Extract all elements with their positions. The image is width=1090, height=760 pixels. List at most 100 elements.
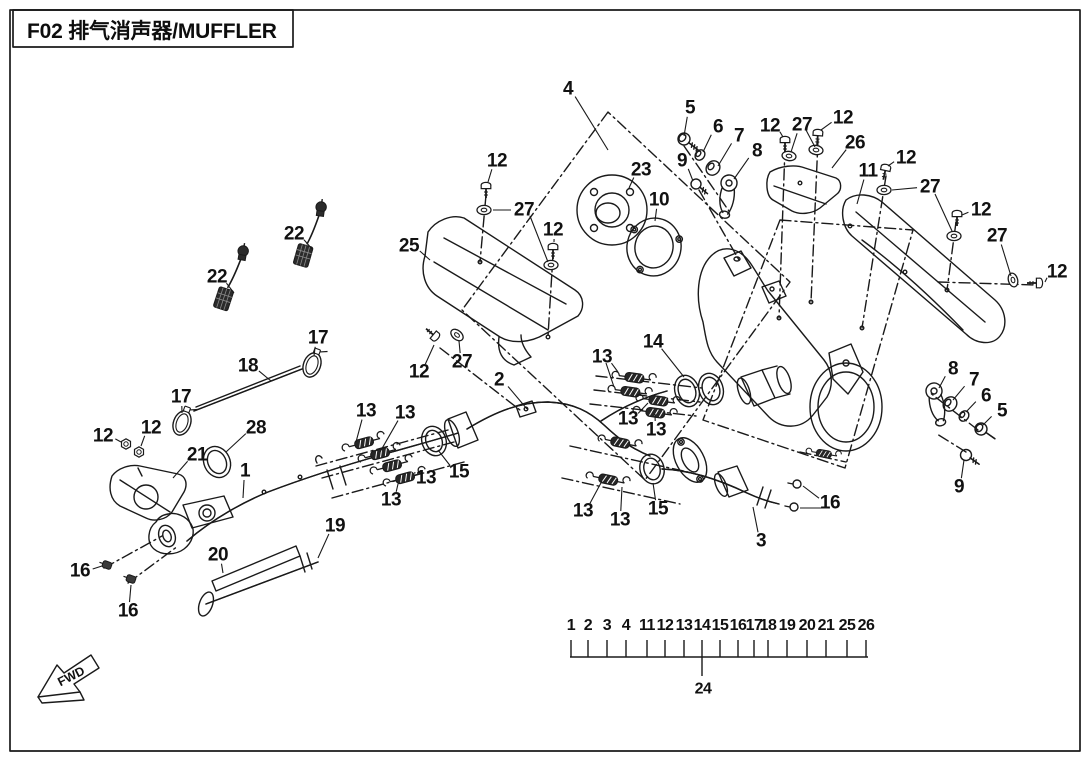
callout-16: 16	[118, 601, 138, 622]
callout-leader	[128, 584, 132, 603]
callout-9: 9	[677, 151, 687, 172]
callout-13: 13	[618, 409, 638, 430]
callout-leader	[790, 133, 798, 153]
callout-leader	[140, 435, 146, 447]
callout-7: 7	[969, 370, 979, 391]
legend-number-17: 17	[746, 617, 763, 634]
end-cap-flange-23	[576, 174, 648, 246]
callout-leader	[960, 459, 965, 479]
callout-leader	[589, 480, 603, 504]
callout-13: 13	[416, 468, 436, 489]
callout-leader	[620, 486, 623, 512]
callout-leader	[313, 346, 316, 357]
callout-leader	[717, 143, 733, 167]
callout-leader	[303, 239, 313, 250]
callout-leader	[683, 116, 688, 137]
callout-leader	[965, 401, 977, 413]
callout-leader	[115, 438, 122, 443]
muffler-body	[697, 248, 883, 452]
callout-4: 4	[563, 79, 574, 100]
callout-12: 12	[1047, 262, 1067, 283]
assembly-4-boundary	[461, 111, 791, 481]
clamp-17-right	[299, 344, 329, 381]
legend-number-15: 15	[712, 617, 729, 634]
callout-12: 12	[487, 151, 507, 172]
callout-leader	[831, 149, 847, 169]
callout-13: 13	[573, 501, 593, 522]
sleeve-pipe-19	[197, 552, 319, 617]
callout-leader-extra	[605, 362, 615, 388]
hanger-right-cluster	[925, 382, 996, 465]
callout-leader	[820, 121, 832, 131]
callout-leader	[458, 340, 461, 354]
callout-12: 12	[409, 362, 429, 383]
callout-18: 18	[238, 356, 258, 377]
callout-leader	[611, 362, 619, 373]
heat-plate-20	[211, 545, 301, 592]
callout-23: 23	[631, 160, 651, 181]
callout-16: 16	[70, 561, 90, 582]
callout-12: 12	[833, 108, 853, 129]
muffler-inlet-cone	[736, 365, 792, 407]
callout-8: 8	[752, 141, 762, 162]
page-title: F02 排气消声器/MUFFLER	[27, 19, 277, 43]
legend-number-13: 13	[676, 617, 693, 634]
callout-5: 5	[685, 98, 696, 119]
callout-26: 26	[845, 133, 865, 154]
callout-25: 25	[399, 236, 420, 257]
callout-12: 12	[543, 220, 563, 241]
callout-12: 12	[971, 200, 991, 221]
callout-leader	[628, 177, 635, 189]
page-border	[9, 9, 1081, 752]
callout-leader	[779, 131, 784, 138]
seal-ring-15-left	[420, 425, 448, 457]
legend-number-14: 14	[694, 617, 711, 634]
callout-leader	[424, 344, 435, 365]
heat-shield-21	[109, 464, 187, 521]
seal-ring-15-right	[639, 453, 665, 485]
callout-27: 27	[920, 177, 940, 198]
callout-14: 14	[643, 332, 664, 353]
callout-19: 19	[325, 516, 345, 537]
header-pipe-1	[148, 432, 459, 555]
callout-15: 15	[648, 499, 669, 520]
callout-13: 13	[592, 347, 612, 368]
legend-number-1: 1	[567, 617, 576, 634]
hanger-top-cluster	[677, 132, 738, 219]
legend-number-20: 20	[799, 617, 816, 634]
callout-6: 6	[713, 117, 723, 138]
callout-10: 10	[649, 190, 669, 211]
fwd-arrow: FWD	[37, 654, 100, 704]
rubber-hanger-8-top	[718, 174, 738, 219]
callout-16: 16	[820, 493, 840, 514]
legend-number-12: 12	[657, 617, 674, 634]
callout-13: 13	[395, 403, 415, 424]
legend-number-26: 26	[858, 617, 875, 634]
heat-shield-26	[766, 165, 842, 215]
callout-27: 27	[792, 115, 812, 136]
callout-leader	[856, 179, 865, 205]
callout-20: 20	[208, 545, 228, 566]
callout-22: 22	[207, 267, 227, 288]
callout-leader	[225, 433, 247, 453]
callout-leader	[379, 420, 399, 453]
callout-leader	[92, 565, 103, 570]
callout-21: 21	[187, 445, 208, 466]
callout-13: 13	[381, 490, 401, 511]
bolt-16-right-pair	[784, 479, 802, 512]
callout-leader	[226, 282, 235, 294]
callout-leader	[507, 386, 528, 410]
callout-28: 28	[246, 418, 266, 439]
legend-number-21: 21	[818, 617, 835, 634]
legend-number-16: 16	[730, 617, 747, 634]
callout-12: 12	[896, 148, 916, 169]
callout-leader	[661, 348, 685, 378]
gasket-ring-28	[202, 445, 232, 479]
callout-leader	[652, 482, 657, 501]
callout-6: 6	[981, 386, 991, 407]
gasket-10	[626, 217, 684, 277]
callout-leader	[395, 483, 399, 492]
title-box	[12, 9, 294, 48]
